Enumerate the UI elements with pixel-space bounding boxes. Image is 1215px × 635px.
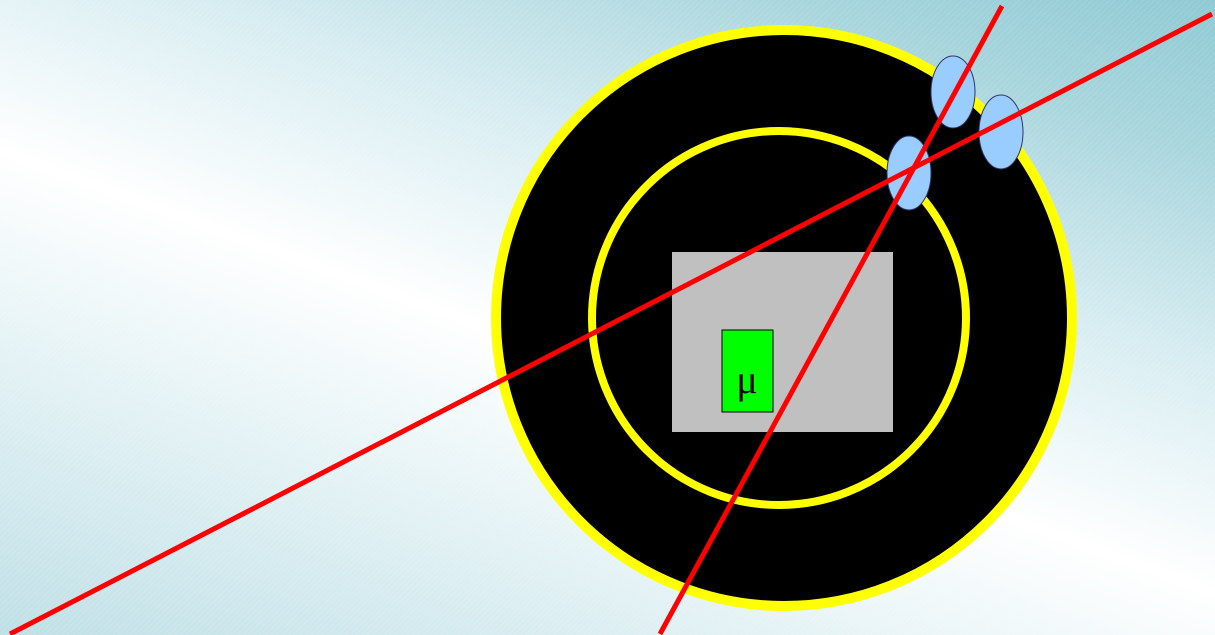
muon-module-label: μ bbox=[736, 357, 757, 402]
